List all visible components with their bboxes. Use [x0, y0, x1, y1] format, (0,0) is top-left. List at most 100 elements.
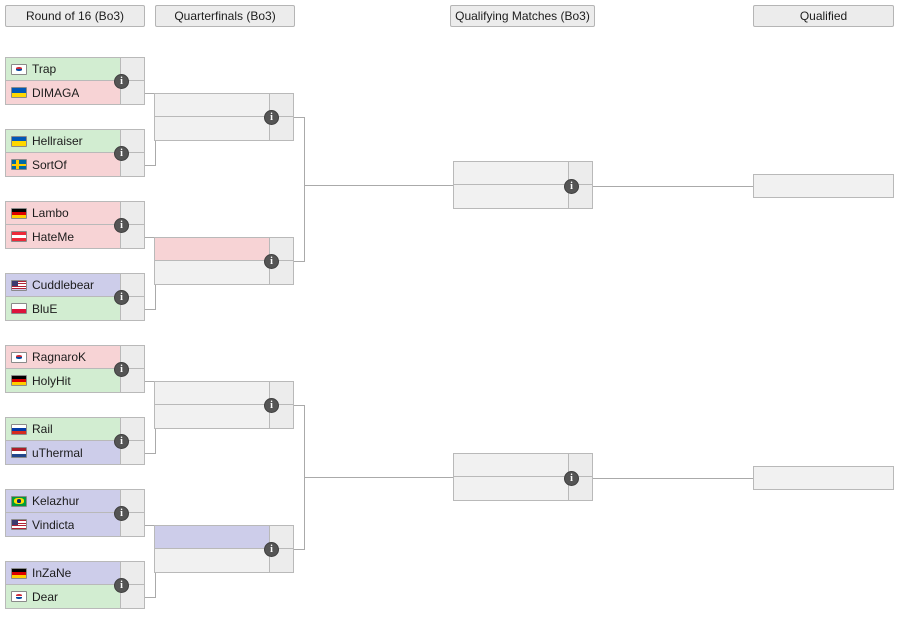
player-name: uThermal [32, 445, 83, 460]
qualified-slot-2[interactable] [753, 466, 894, 490]
flag-icon-kr [11, 591, 27, 602]
match-slot[interactable] [154, 405, 294, 429]
info-icon[interactable]: i [114, 506, 129, 521]
player-cell [454, 162, 568, 184]
player-name: DIMAGA [32, 85, 80, 100]
player-name: Rail [32, 422, 53, 436]
match-slot[interactable] [154, 525, 294, 549]
qualified-cell[interactable] [753, 466, 894, 490]
bracket-connector [294, 261, 304, 262]
bracket-connector [294, 405, 304, 406]
flag-icon-ua [11, 87, 27, 98]
bracket-connector [145, 93, 155, 94]
match-slot[interactable]: HolyHit [5, 369, 145, 393]
round-header-4: Qualified [753, 5, 894, 27]
round-header-2: Quarterfinals (Bo3) [155, 5, 295, 27]
bracket-connector [304, 185, 454, 186]
player-cell [754, 175, 893, 197]
player-cell [454, 454, 568, 476]
bracket-connector [593, 478, 754, 479]
player-cell: Rail [6, 418, 120, 440]
match-qf-m4[interactable] [154, 525, 294, 573]
player-cell [754, 467, 893, 489]
info-icon[interactable]: i [264, 398, 279, 413]
bracket-connector [155, 131, 156, 166]
bracket-connector [155, 419, 156, 454]
bracket-connector [145, 165, 155, 166]
match-slot[interactable] [154, 93, 294, 117]
info-icon[interactable]: i [264, 254, 279, 269]
round-header-3: Qualifying Matches (Bo3) [450, 5, 595, 27]
flag-icon-us [11, 279, 27, 291]
bracket-connector [304, 473, 305, 550]
player-name: Lambo [32, 206, 69, 220]
bracket-connector [145, 597, 155, 598]
player-cell: Trap [6, 58, 120, 80]
bracket-connector [593, 186, 754, 187]
player-cell: Cuddlebear [6, 274, 120, 296]
bracket-connector [145, 453, 155, 454]
match-slot[interactable] [453, 453, 593, 477]
bracket-connector [145, 309, 155, 310]
player-cell [155, 94, 269, 116]
player-cell [454, 477, 568, 500]
match-ro16-m6[interactable]: Rail uThermal [5, 417, 145, 465]
qualified-cell[interactable] [753, 174, 894, 198]
info-icon[interactable]: i [114, 74, 129, 89]
player-cell [155, 238, 269, 260]
player-name: Dear [32, 589, 59, 604]
player-cell: HolyHit [6, 369, 120, 392]
match-slot[interactable]: Rail [5, 417, 145, 441]
match-qm-m2[interactable] [453, 453, 593, 501]
player-cell: Dear [6, 585, 120, 608]
match-slot[interactable]: Dear [5, 585, 145, 609]
player-cell [454, 185, 568, 208]
match-qf-m3[interactable] [154, 381, 294, 429]
player-name: Trap [32, 62, 57, 76]
info-icon[interactable]: i [264, 110, 279, 125]
player-name: SortOf [32, 157, 67, 172]
match-slot[interactable] [154, 381, 294, 405]
player-cell: Vindicta [6, 513, 120, 536]
bracket-connector [145, 525, 155, 526]
player-cell [155, 117, 269, 140]
flag-icon-se [11, 159, 27, 170]
info-icon[interactable]: i [564, 471, 579, 486]
flag-icon-de [11, 207, 27, 219]
match-slot[interactable]: Cuddlebear [5, 273, 145, 297]
player-name: Kelazhur [32, 494, 80, 508]
player-name: HateMe [32, 229, 75, 244]
player-cell: InZaNe [6, 562, 120, 584]
player-cell: BluE [6, 297, 120, 320]
player-score [568, 454, 592, 476]
player-cell: Lambo [6, 202, 120, 224]
info-icon[interactable]: i [114, 362, 129, 377]
round-header-1: Round of 16 (Bo3) [5, 5, 145, 27]
flag-icon-pl [11, 303, 27, 314]
match-slot[interactable] [154, 117, 294, 141]
match-slot[interactable]: BluE [5, 297, 145, 321]
info-icon[interactable]: i [114, 218, 129, 233]
match-slot[interactable] [453, 477, 593, 501]
flag-icon-ru [11, 423, 27, 435]
info-icon[interactable]: i [264, 542, 279, 557]
player-name: Vindicta [32, 517, 75, 532]
bracket-connector [155, 563, 156, 598]
info-icon[interactable]: i [114, 146, 129, 161]
info-icon[interactable]: i [114, 578, 129, 593]
flag-icon-de [11, 375, 27, 386]
match-qf-m1[interactable] [154, 93, 294, 141]
bracket-connector [304, 405, 305, 473]
info-icon[interactable]: i [114, 434, 129, 449]
info-icon[interactable]: i [564, 179, 579, 194]
player-name: Hellraiser [32, 134, 83, 148]
flag-icon-br [11, 495, 27, 507]
qualified-slot-1[interactable] [753, 174, 894, 198]
match-slot[interactable]: SortOf [5, 153, 145, 177]
info-icon[interactable]: i [114, 290, 129, 305]
flag-icon-de [11, 567, 27, 579]
flag-icon-at [11, 231, 27, 242]
